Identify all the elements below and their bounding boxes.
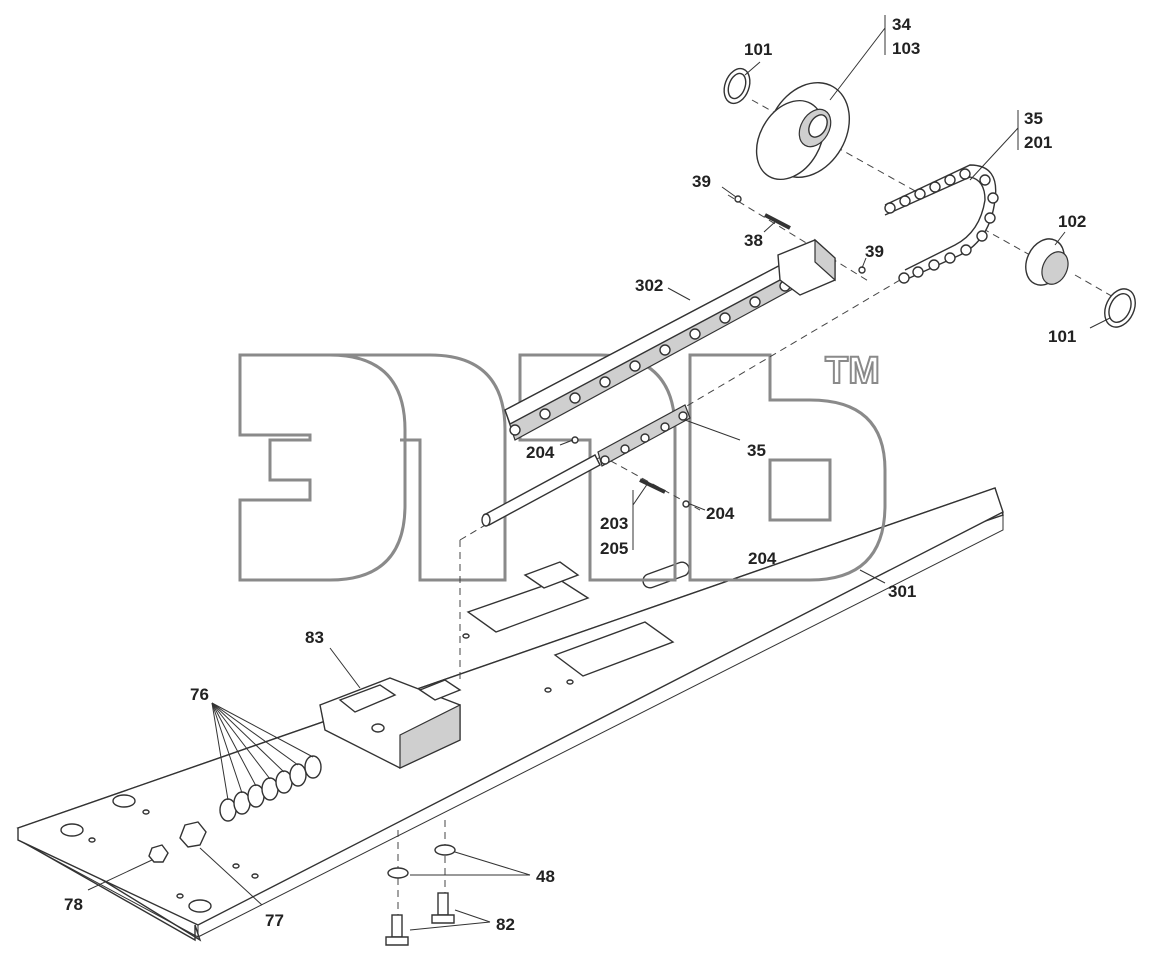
guide-rod	[481, 454, 601, 527]
callout-48: 48	[536, 867, 555, 886]
callout-103: 103	[892, 39, 920, 58]
callout-82: 82	[496, 915, 515, 934]
chain-attachment-block	[777, 238, 836, 296]
callout-leaders	[87, 15, 1111, 931]
bracket-83	[319, 677, 462, 769]
callout-77: 77	[265, 911, 284, 930]
base-plate-301	[16, 487, 1004, 942]
callout-76: 76	[190, 685, 209, 704]
callout-34: 34	[892, 15, 911, 34]
nut-77	[179, 821, 207, 848]
callout-78: 78	[64, 895, 83, 914]
callout-302: 302	[635, 276, 663, 295]
idler-sprocket-34	[755, 82, 851, 181]
callout-102: 102	[1058, 212, 1086, 231]
washer-stack-76	[219, 755, 322, 822]
watermark-logo: TM	[238, 349, 887, 582]
chain-loop-35	[884, 164, 999, 284]
callout-205: 205	[600, 539, 628, 558]
bolts-82	[385, 892, 455, 946]
callout-204-left: 204	[526, 443, 555, 462]
chain-302	[504, 259, 801, 441]
callout-39-right: 39	[865, 242, 884, 261]
chain-segment-35	[597, 404, 691, 467]
callout-35-top: 35	[1024, 109, 1043, 128]
callout-204-lower: 204	[748, 549, 777, 568]
seal-ring-101-right	[1104, 288, 1136, 328]
bearing-102	[1025, 238, 1069, 286]
callout-101-top: 101	[744, 40, 772, 59]
callout-203: 203	[600, 514, 628, 533]
callout-83: 83	[305, 628, 324, 647]
seal-ring-101-top	[723, 67, 751, 105]
washers-48	[387, 844, 456, 879]
callout-38: 38	[744, 231, 763, 250]
watermark-tm: TM	[825, 350, 880, 392]
callout-39-left: 39	[692, 172, 711, 191]
callout-201: 201	[1024, 133, 1052, 152]
nut-78	[148, 844, 169, 863]
callout-204-right: 204	[706, 504, 735, 523]
callout-101-right: 101	[1048, 327, 1076, 346]
callout-35-middle: 35	[747, 441, 766, 460]
callout-labels: 34 103 101 35 201 39 38 39 102 101 302 2…	[64, 15, 1086, 934]
callout-301: 301	[888, 582, 916, 601]
